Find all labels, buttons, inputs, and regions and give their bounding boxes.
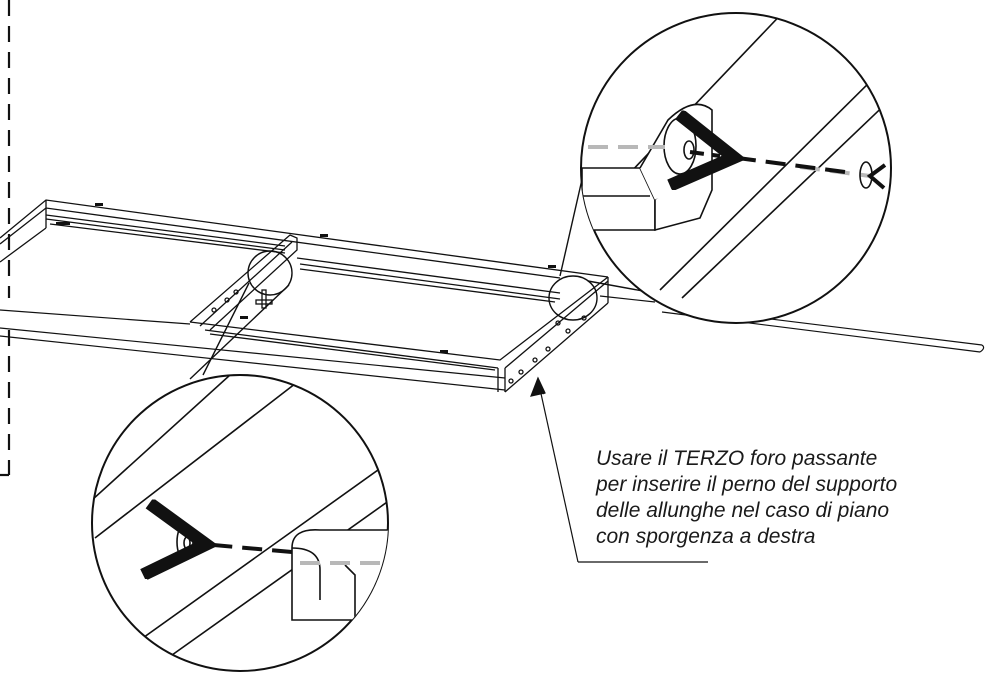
note-line-1: Usare il TERZO foro passante	[596, 447, 878, 470]
extension-bars	[0, 295, 985, 391]
note-line-2: per inserire il perno del supporto	[596, 473, 898, 496]
dashed-boundary	[0, 0, 11, 477]
frame-hardware	[56, 203, 556, 353]
note-line-4: con sporgenza a destra	[596, 525, 816, 548]
zoom-detail-top	[580, 12, 892, 324]
note-line-3: delle allunghe nel caso di piano	[596, 499, 890, 522]
table-frame	[0, 199, 609, 393]
instruction-note: Usare il TERZO foro passante per inserir…	[596, 446, 986, 550]
zoom-detail-bottom	[91, 374, 389, 672]
leader-line	[530, 376, 708, 563]
detail-markers	[189, 117, 655, 380]
